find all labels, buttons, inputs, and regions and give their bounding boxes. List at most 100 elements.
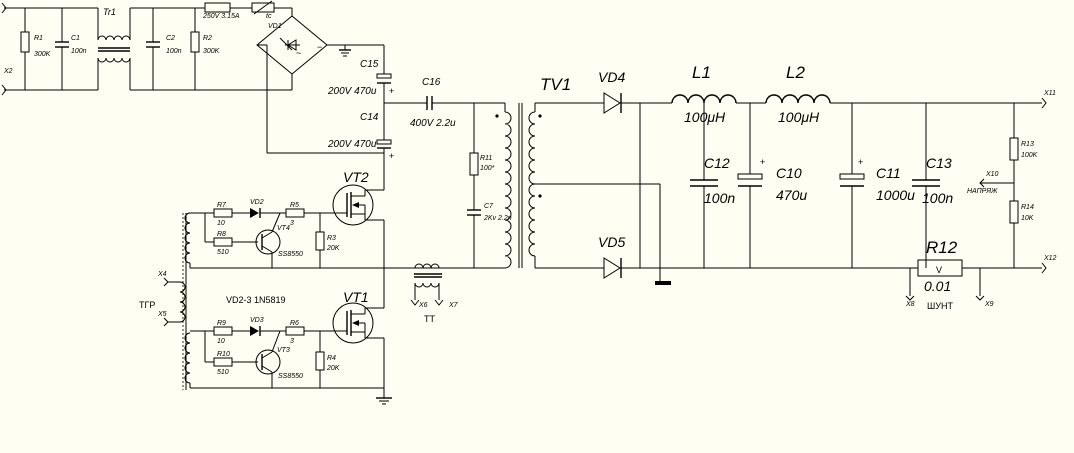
r12-label: ШУНТ — [927, 301, 953, 311]
x4-terminal — [163, 277, 169, 287]
c15-capacitor: + — [376, 73, 394, 96]
vt4-transistor — [255, 229, 281, 255]
r9-resistor — [213, 326, 233, 336]
vd2-ref: VD2 — [250, 199, 264, 206]
svg-text:~: ~ — [296, 48, 301, 58]
c16-value: 400V 2.2u — [410, 118, 456, 129]
mains-input-section: X2 R1 300K C1 100n Tr1 — [1, 0, 293, 96]
tgr-ref: ТГР — [139, 300, 155, 310]
svg-text:+: + — [760, 157, 765, 167]
tv1-transformer — [495, 103, 542, 269]
c2-value: 100n — [166, 48, 182, 55]
r4-ref: R4 — [327, 355, 336, 362]
c10-value: 470u — [776, 187, 807, 203]
r10-value: 510 — [217, 369, 229, 376]
r3-value: 20K — [326, 245, 340, 252]
vt4-ref: VT4 — [277, 225, 290, 232]
r11-value: 100* — [480, 165, 495, 172]
vd4-ref: VD4 — [598, 69, 625, 85]
r13-value: 100K — [1021, 152, 1038, 159]
tr1-ref: Tr1 — [103, 7, 116, 17]
r10-ref: R10 — [217, 351, 230, 358]
x11-label: X11 — [1043, 90, 1056, 97]
svg-text:+: + — [389, 151, 394, 161]
x8-terminal — [905, 295, 915, 301]
svg-text:−: − — [317, 42, 322, 52]
r6-value: 3 — [290, 338, 294, 345]
x10-label: X10 — [985, 171, 999, 178]
r13-ref: R13 — [1021, 141, 1034, 148]
x11-terminal — [1041, 97, 1047, 109]
tc-ref: tc — [266, 13, 272, 20]
vd3-diode — [250, 326, 259, 336]
tt-current-transformer — [414, 263, 442, 300]
x9-label: X9 — [984, 301, 994, 308]
c15-value: 200V 470u — [327, 86, 377, 97]
vt1-mosfet — [332, 302, 374, 344]
c1-ref: C1 — [71, 35, 80, 42]
vd5-diode — [603, 257, 622, 279]
input-terminal-bottom — [1, 84, 7, 96]
x6-terminal — [410, 299, 420, 306]
x7-label: X7 — [448, 302, 459, 309]
r1-value: 300K — [34, 51, 51, 58]
r10-resistor — [213, 357, 233, 367]
r12-symbol: V — [936, 265, 942, 275]
r2-ref: R2 — [203, 35, 212, 42]
r1-resistor — [20, 31, 30, 53]
l1-inductor — [671, 94, 737, 104]
c12-value: 100n — [704, 190, 735, 206]
r2-value: 300K — [203, 48, 220, 55]
l2-ref: L2 — [786, 63, 805, 82]
vt3-ref: VT3 — [277, 347, 290, 354]
r2-resistor — [190, 31, 200, 53]
c11-capacitor — [839, 173, 865, 180]
r5-value: 3 — [290, 220, 294, 227]
r9-ref: R9 — [217, 320, 226, 327]
c14-value: 200V 470u — [327, 139, 377, 150]
c13-value: 100n — [922, 190, 953, 206]
c16-capacitor — [420, 96, 474, 110]
c12-ref: C12 — [704, 155, 730, 171]
diodes-note: VD2-3 1N5819 — [226, 295, 286, 305]
r6-resistor — [285, 326, 305, 336]
vd1-ref: VD1 — [268, 23, 282, 30]
tr1-choke — [92, 7, 131, 91]
r4-value: 20K — [326, 365, 340, 372]
r3-ref: R3 — [327, 235, 336, 242]
vt4-value: SS8550 — [278, 251, 303, 258]
r3-resistor — [315, 231, 325, 251]
x7-terminal — [434, 299, 444, 306]
c16-ref: C16 — [422, 77, 441, 88]
fuse — [204, 2, 231, 13]
vd4-diode — [603, 92, 622, 114]
r6-ref: R6 — [290, 320, 299, 327]
tv1-ref: TV1 — [540, 75, 571, 94]
r7-value: 10 — [217, 220, 225, 227]
x5-label: X5 — [157, 311, 167, 318]
r12-value: 0.01 — [924, 278, 951, 294]
fuse-value: 250V 3.15A — [202, 13, 240, 20]
c14-capacitor: + — [376, 139, 394, 161]
c13-ref: C13 — [926, 155, 952, 171]
x4-label: X4 — [157, 271, 167, 278]
c2-ref: C2 — [166, 35, 175, 42]
vt3-transistor — [255, 349, 281, 375]
r1-ref: R1 — [34, 35, 43, 42]
svg-text:+: + — [858, 157, 863, 167]
vt2-mosfet — [332, 184, 374, 226]
vd5-ref: VD5 — [598, 234, 625, 250]
vt1-ref: VT1 — [343, 289, 369, 305]
r8-resistor — [213, 237, 233, 247]
r7-ref: R7 — [217, 202, 227, 209]
x2-label: X2 — [3, 68, 13, 75]
vt2-ref: VT2 — [343, 169, 369, 185]
x12-label: X12 — [1043, 255, 1057, 262]
x12-terminal — [1041, 262, 1047, 274]
l1-ref: L1 — [692, 63, 711, 82]
r8-value: 510 — [217, 249, 229, 256]
voltage-tap-label: НАПРЯЖ — [967, 188, 998, 195]
x8-label: X8 — [905, 301, 915, 308]
c11-value: 1000u — [876, 187, 915, 203]
c7-value: 2Kv 2.2n — [483, 215, 512, 222]
